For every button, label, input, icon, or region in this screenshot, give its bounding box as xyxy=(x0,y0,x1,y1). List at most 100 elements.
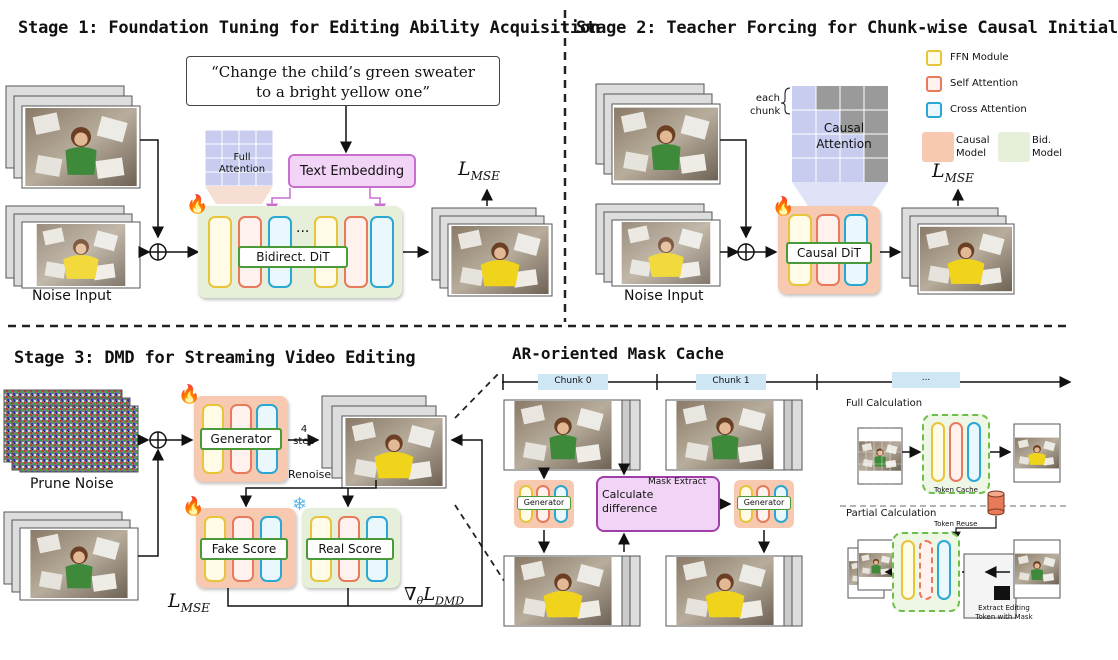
legend-causal-line2: Model xyxy=(956,148,987,159)
ffn-module xyxy=(208,216,232,288)
fake-score-block: Fake Score xyxy=(196,508,296,588)
stage3-output-frames xyxy=(321,395,447,489)
self-attention-module xyxy=(949,422,963,482)
stage1-title: Stage 1: Foundation Tuning for Editing A… xyxy=(18,18,601,38)
real-score-block: Real Score xyxy=(302,508,400,588)
cross-attention-module xyxy=(937,540,951,600)
calc-line1: Calculate xyxy=(602,488,654,501)
prompt-line1: “Change the child’s green sweater xyxy=(211,63,475,81)
flame-icon: 🔥 xyxy=(772,196,795,217)
bidirect-dit-block: ... Bidirect. DiT xyxy=(198,206,402,298)
each-chunk-line1: each xyxy=(755,93,780,104)
legend-causal-swatch xyxy=(922,132,954,162)
loss-symbol: L xyxy=(168,590,181,612)
full-attention-label: Full Attention xyxy=(212,152,272,176)
calculate-difference-label: Calculate difference xyxy=(602,488,657,516)
stage2-noise-frames xyxy=(595,203,721,287)
legend-ffn-label: FFN Module xyxy=(950,52,1009,63)
chunk1-tag: Chunk 1 xyxy=(696,374,766,390)
ffn-module xyxy=(901,540,915,600)
legend-ffn-swatch xyxy=(926,50,942,66)
stage2-input-frames xyxy=(595,83,721,185)
loss-subscript: MSE xyxy=(470,168,500,183)
partial-calc-mask-frames xyxy=(963,539,1061,619)
chunk0-output-frames xyxy=(503,555,641,627)
loss-symbol: L xyxy=(932,160,945,182)
nabla-symbol: ∇ xyxy=(404,584,417,605)
calc-line2: difference xyxy=(602,502,658,515)
renoise-label: Renoise xyxy=(288,468,332,481)
legend-bid-label: Bid. Model xyxy=(1032,134,1062,160)
chunk0-label: Chunk 0 xyxy=(554,376,592,386)
steps-count: 4 xyxy=(300,424,308,435)
full-calc-input-frame xyxy=(857,427,903,485)
full-calc-output-frame xyxy=(1013,423,1061,483)
full-attention-line2: Attention xyxy=(218,164,266,175)
prune-noise-label: Prune Noise xyxy=(30,476,114,492)
calculate-difference-block: Calculate difference Mask Extract xyxy=(596,476,720,532)
legend-causal-label: Causal Model xyxy=(956,134,990,160)
loss-subscript: MSE xyxy=(944,170,974,185)
full-attention-line1: Full xyxy=(233,152,251,163)
stage1-output-frames xyxy=(431,207,553,297)
flame-icon: 🔥 xyxy=(186,194,209,215)
stage2-output-frames xyxy=(901,207,1015,295)
stage1-noise-frames xyxy=(5,205,141,289)
ffn-module xyxy=(931,422,945,482)
text-embedding-block: Text Embedding xyxy=(288,154,416,188)
prune-noise-frames xyxy=(3,389,139,473)
chunk0-generator-block: Generator xyxy=(514,480,574,528)
extract-editing-label: Extract Editing Token with Mask xyxy=(964,604,1044,622)
chunk1-output-frames xyxy=(665,555,803,627)
legend-cross-attention-label: Cross Attention xyxy=(950,104,1027,115)
extract-line1: Extract Editing xyxy=(978,604,1030,612)
stage3-loss-dmd: ∇θLDMD xyxy=(404,584,464,608)
chunk0-input-frames xyxy=(503,399,641,471)
cross-attention-module xyxy=(967,422,981,482)
prompt-line2: to a bright yellow one” xyxy=(256,83,430,101)
loss-subscript: DMD xyxy=(435,594,465,608)
stage1-loss: LMSE xyxy=(458,158,500,183)
chunk-more-label: ... xyxy=(921,373,931,383)
theta-subscript: θ xyxy=(416,594,424,608)
partial-calculation-label: Partial Calculation xyxy=(846,508,937,519)
full-calculation-label: Full Calculation xyxy=(846,398,923,409)
generator-block: Generator xyxy=(194,396,288,482)
self-attention-module xyxy=(919,540,933,600)
chunk1-generator-block: Generator xyxy=(734,480,794,528)
each-chunk-label: each chunk xyxy=(750,92,780,118)
loss-symbol: L xyxy=(423,584,436,605)
legend-causal-line1: Causal xyxy=(956,135,990,146)
full-calc-model-block xyxy=(922,414,990,494)
token-cache-label: Token Cache xyxy=(934,486,978,494)
chunk1-input-frames xyxy=(665,399,803,471)
connector-layer xyxy=(3,10,1072,627)
text-embedding-label: Text Embedding xyxy=(299,164,405,179)
partial-calc-model-block xyxy=(892,532,960,612)
stage3-input-frames xyxy=(3,511,139,601)
stage3-title: Stage 3: DMD for Streaming Video Editing xyxy=(14,348,416,368)
diagram-canvas: Stage 1: Foundation Tuning for Editing A… xyxy=(3,10,1118,630)
loss-subscript: MSE xyxy=(180,600,210,615)
generator-label: Generator xyxy=(517,496,571,510)
causal-attention-line1: Causal xyxy=(823,121,865,135)
stage1-input-frames xyxy=(5,85,141,189)
steps-label: 4 step xyxy=(292,424,316,448)
generator-label: Generator xyxy=(737,496,791,510)
causal-dit-block: Causal DiT xyxy=(778,206,880,294)
loss-symbol: L xyxy=(458,158,471,180)
flame-icon: 🔥 xyxy=(178,384,201,405)
stage2-noise-input-label: Noise Input xyxy=(624,288,704,304)
extract-line2: Token with Mask xyxy=(975,613,1033,621)
legend-cross-attention-swatch xyxy=(926,102,942,118)
generator-label: Generator xyxy=(200,428,282,450)
stage1-noise-input-label: Noise Input xyxy=(32,288,112,304)
snowflake-icon: ❄ xyxy=(292,494,308,515)
cross-attention-module xyxy=(370,216,394,288)
fake-score-label: Fake Score xyxy=(200,538,288,560)
stage2-loss: LMSE xyxy=(932,160,974,185)
mask-extract-label: Mask Extract xyxy=(648,477,707,487)
token-reuse-label: Token Reuse xyxy=(934,520,978,528)
causal-dit-label: Causal DiT xyxy=(786,242,872,264)
stage3-loss-mse: LMSE xyxy=(168,590,210,615)
